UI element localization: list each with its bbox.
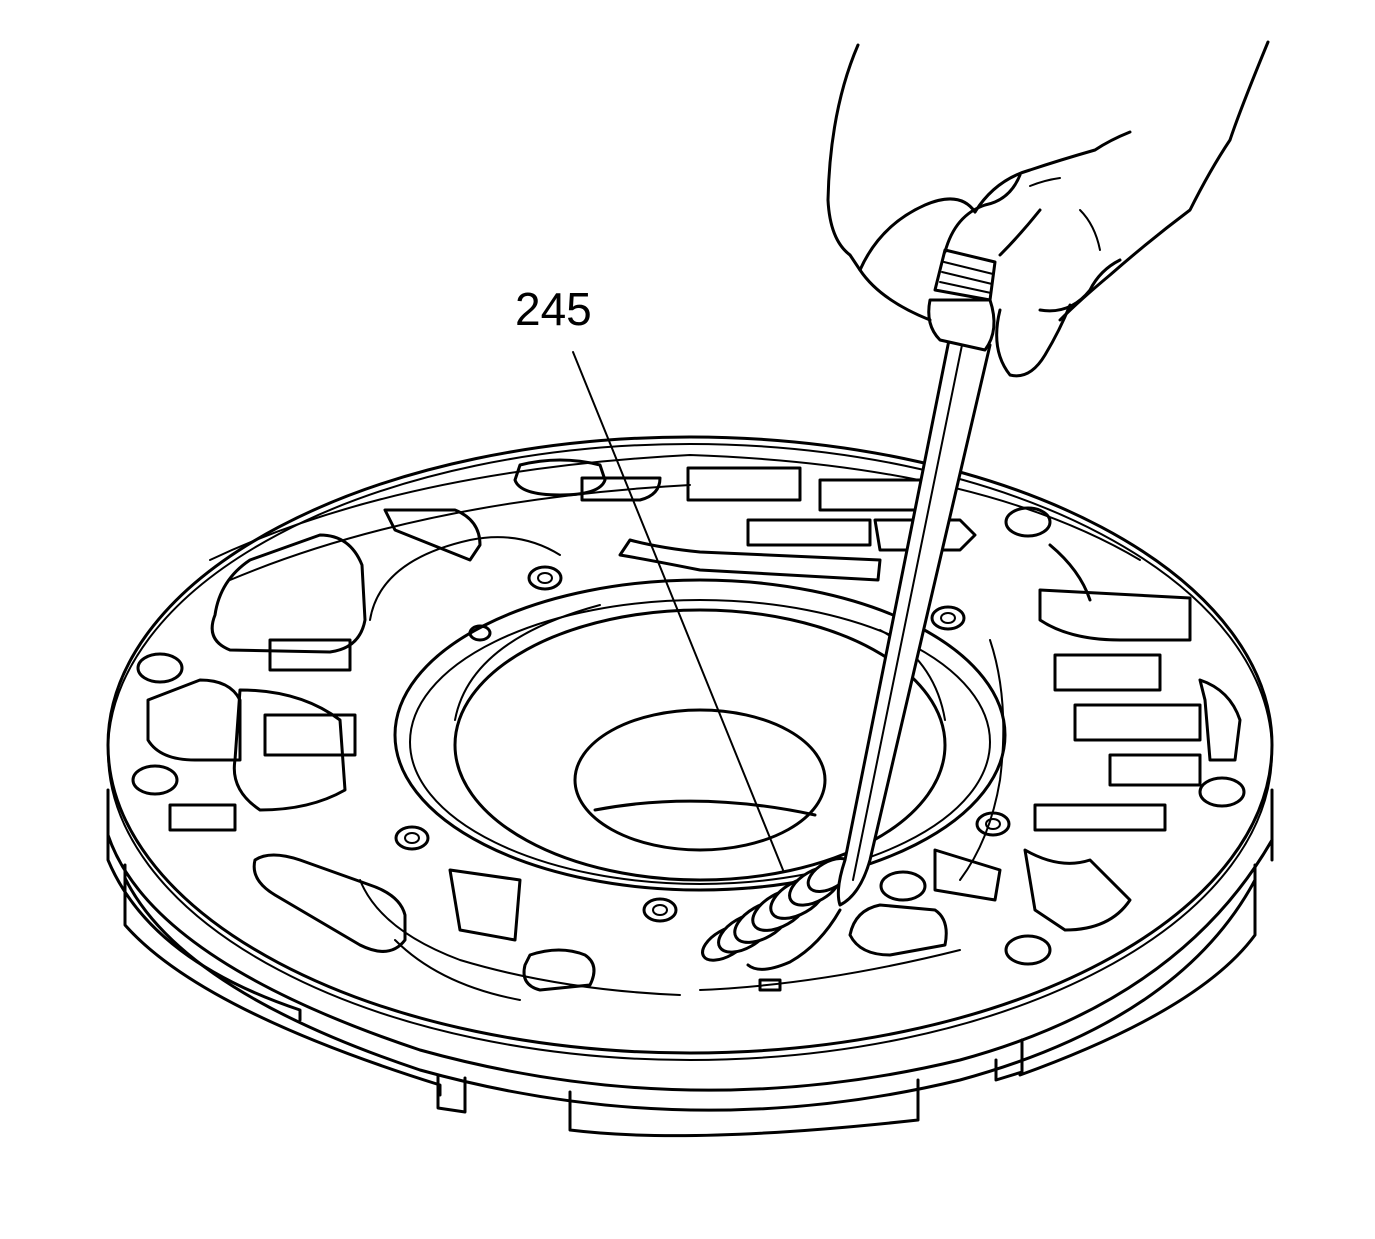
callout-245-label: 245 [515,283,592,335]
threaded-holes [394,565,1011,923]
fluid-passages [146,458,1242,992]
callout-245-leader [572,351,784,871]
pump-top-rim [106,435,1274,1061]
stator-bore [393,578,1007,892]
pick-tool [836,248,997,907]
skirt-tabs [436,1038,1024,1138]
rim-bolt-holes [131,506,1246,966]
pump-body-skirt [106,788,1274,1112]
casting-contours [209,454,1141,1001]
hand [826,40,1270,378]
callout-245: 245 [515,283,784,871]
spring [701,857,854,971]
